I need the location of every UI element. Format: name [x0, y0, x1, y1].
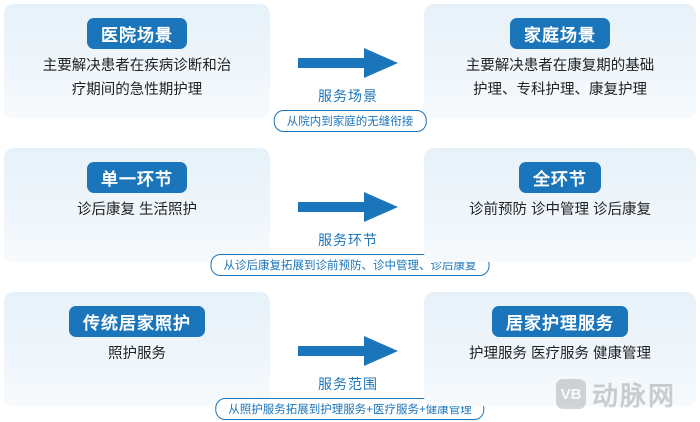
desc-line: 照护服务 [108, 346, 166, 362]
card-title: 家庭场景 [510, 18, 610, 49]
desc-line: 疗期间的急性期护理 [71, 82, 203, 98]
card-title: 传统居家照护 [69, 306, 205, 337]
card-single-stage: 单一环节 诊后康复 生活照护 [4, 148, 270, 262]
card-hospital-scenario: 医院场景 主要解决患者在疾病诊断和治 疗期间的急性期护理 [4, 4, 270, 118]
card-description: 照护服务 [4, 342, 270, 366]
desc-line: 诊后康复 生活照护 [76, 202, 198, 218]
comparison-row-scenario: 医院场景 主要解决患者在疾病诊断和治 疗期间的急性期护理 服务场景 从院内到家庭… [0, 4, 700, 134]
transition-pill: 从诊后康复拓展到诊前预防、诊中管理、诊后康复 [210, 254, 490, 276]
transition-pill: 从照护服务拓展到护理服务+医疗服务+健康管理 [215, 398, 485, 420]
card-home-nursing: 居家护理服务 护理服务 医疗服务 健康管理 [424, 292, 696, 406]
desc-line: 护理服务 医疗服务 健康管理 [468, 346, 652, 362]
right-arrow-icon [298, 336, 398, 366]
comparison-row-service-scope: 传统居家照护 照护服务 服务范围 从照护服务拓展到护理服务+医疗服务+健康管理 … [0, 292, 700, 422]
card-description: 诊后康复 生活照护 [4, 198, 270, 222]
card-title: 单一环节 [87, 162, 187, 193]
card-title: 居家护理服务 [492, 306, 628, 337]
watermark-text: 动脉网 [592, 380, 677, 411]
transition-label: 服务范围 [318, 376, 378, 392]
desc-line: 主要解决患者在疾病诊断和治 [42, 58, 232, 74]
watermark: VB 动脉网 [556, 376, 696, 412]
desc-line: 诊前预防 诊中管理 诊后康复 [468, 202, 652, 218]
transition-label: 服务场景 [318, 88, 378, 104]
desc-line: 主要解决患者在康复期的基础 [465, 58, 655, 74]
transition-pill: 从院内到家庭的无缝衔接 [273, 110, 427, 132]
card-home-scenario: 家庭场景 主要解决患者在康复期的基础 护理、专科护理、康复护理 [424, 4, 696, 118]
transition-label: 服务环节 [318, 232, 378, 248]
card-title: 全环节 [519, 162, 601, 193]
desc-line: 护理、专科护理、康复护理 [473, 82, 647, 98]
watermark-logo-icon: VB [556, 379, 586, 409]
comparison-row-service-stage: 单一环节 诊后康复 生活照护 服务环节 从诊后康复拓展到诊前预防、诊中管理、诊后… [0, 148, 700, 278]
right-arrow-icon [298, 48, 398, 78]
card-traditional-care: 传统居家照护 照护服务 [4, 292, 270, 406]
right-arrow-icon [298, 192, 398, 222]
card-description: 诊前预防 诊中管理 诊后康复 [424, 198, 696, 222]
card-title: 医院场景 [87, 18, 187, 49]
card-description: 护理服务 医疗服务 健康管理 [424, 342, 696, 366]
card-description: 主要解决患者在疾病诊断和治 疗期间的急性期护理 [4, 54, 270, 102]
card-description: 主要解决患者在康复期的基础 护理、专科护理、康复护理 [424, 54, 696, 102]
card-full-stage: 全环节 诊前预防 诊中管理 诊后康复 [424, 148, 696, 262]
